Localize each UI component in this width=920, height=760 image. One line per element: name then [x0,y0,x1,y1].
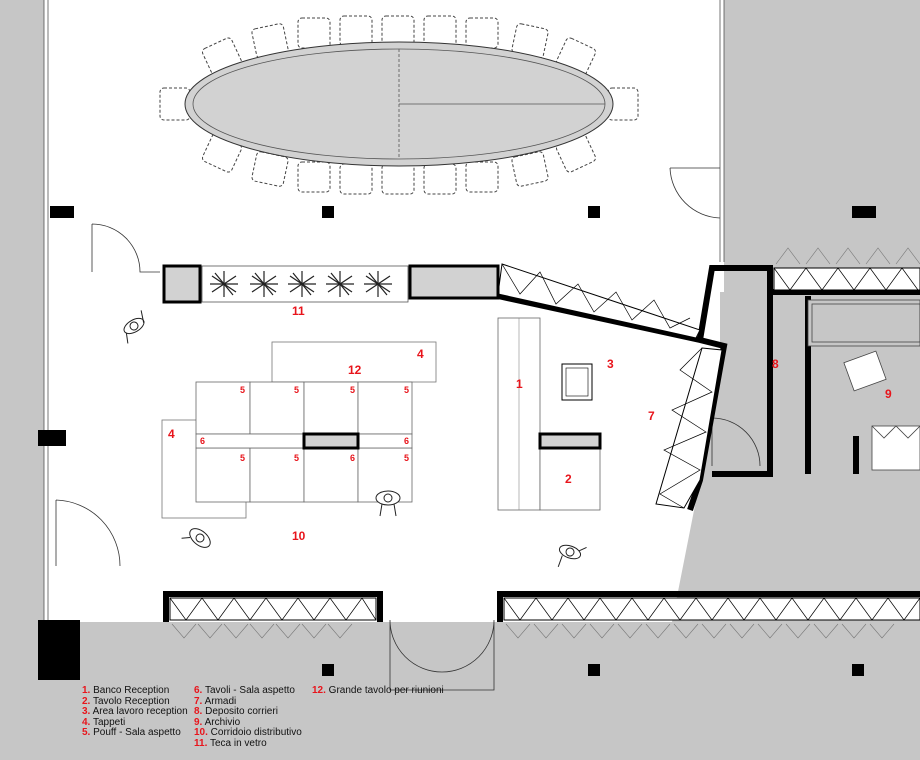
archive-furniture [807,299,920,471]
legend-item: 5. Pouff - Sala aspetto [82,728,188,739]
plants [210,271,392,297]
label-tavolo-reception: 2 [565,472,572,486]
reception-table [539,447,601,511]
label-pouff: 5 [240,385,245,395]
legend-item: 6. Tavoli - Sala aspetto [194,685,302,697]
label-pouff: 5 [294,385,299,395]
label-archivio: 9 [885,387,892,401]
legend-col-3: 12. Grande tavolo per riunioni [312,685,444,697]
legend-item-text: Corridoio distributivo [207,727,302,739]
label-tappeto-left: 4 [168,427,175,441]
legend-item-text: Tavoli - Sala aspetto [202,685,295,696]
meeting-table [159,15,639,195]
cabinets [169,263,920,621]
label-deposito: 8 [772,357,779,371]
legend-item: 11. Teca in vetro [194,737,302,750]
legend-item-number: 10. [194,727,208,739]
exterior-bottom-area [0,622,920,760]
door-top-right [669,167,721,219]
meeting-chairs [159,15,639,195]
legend-item-text: Grande tavolo per riunioni [325,685,444,696]
legend-item-number: 11. [194,737,208,749]
legend-item-number: 12. [312,685,326,696]
legend-item-number: 9. [194,716,203,728]
window-lines [43,0,725,622]
legend-item: 4. Tappeti [82,716,188,729]
doors [55,167,761,691]
legend-item-number: 7. [194,695,203,707]
door-bottom-double [389,619,495,691]
label-corridoio: 10 [292,529,306,543]
label-tavoli: 6 [404,436,409,446]
legend-item: 7. Armadi [194,695,302,708]
legend-item: 10. Corridoio distributivo [194,728,302,739]
structural-columns [38,206,876,680]
legend-item-text: Armadi [202,695,237,707]
legend-item-text: Teca in vetro [207,737,267,749]
plan-labels: 11 12 4 4 1 3 7 8 9 2 10 5 5 5 5 5 5 5 6… [168,304,892,543]
label-pouff: 5 [404,385,409,395]
legend-item-number: 4. [82,716,91,728]
door-left-lower [55,499,121,567]
cabinet-door-swings [171,247,920,639]
label-tavoli: 6 [200,436,205,446]
legend-item-text: Pouff - Sala aspetto [90,727,181,739]
legend-item-number: 3. [82,706,91,718]
label-teca: 11 [292,304,305,318]
legend-item-number: 2. [82,695,91,707]
legend-item: 12. Grande tavolo per riunioni [312,685,444,697]
glass-display-case [162,264,500,304]
legend-item-number: 6. [194,685,203,696]
label-armadi: 7 [648,409,655,423]
legend-item: 2. Tavolo Reception [82,695,188,708]
legend-item: 9. Archivio [194,716,302,729]
label-tappeto-upper: 4 [417,347,424,361]
label-pouff: 5 [240,453,245,463]
label-tavoli: 6 [350,453,355,463]
legend-item-number: 8. [194,706,203,718]
door-left-upper [91,223,160,273]
legend-item: 3. Area lavoro reception [82,706,188,718]
legend-item-text: Banco Reception [90,685,170,696]
people [123,310,587,568]
label-pouff: 5 [404,453,409,463]
reception [497,317,602,511]
label-pouff: 5 [294,453,299,463]
label-banco: 1 [516,377,523,391]
legend-item: 1. Banco Reception [82,685,188,697]
legend-item-text: Tavolo Reception [90,695,170,707]
legend-item-number: 5. [82,727,91,739]
legend-item: 8. Deposito corrieri [194,706,302,718]
legend-item-text: Deposito corrieri [202,706,278,718]
label-pouff: 5 [350,385,355,395]
deposito-room [720,292,800,474]
armchair-reception [561,363,593,401]
legend-item-text: Tappeti [90,716,126,728]
waiting-area [195,381,413,503]
legend-item-text: Archivio [202,716,241,728]
label-area-lavoro: 3 [607,357,614,371]
legend-item-number: 1. [82,685,91,696]
legend-item-text: Area lavoro reception [90,706,188,718]
label-tavolo-riunioni: 12 [348,363,362,377]
